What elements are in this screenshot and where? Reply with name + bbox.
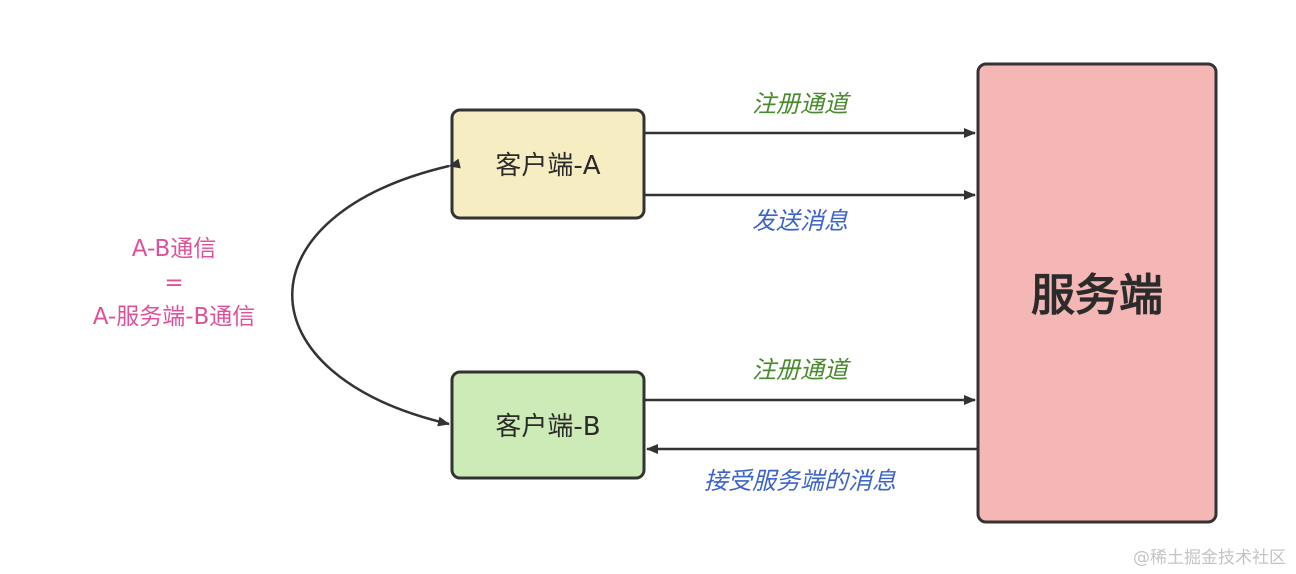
client-b-label: 客户端-B [495, 412, 600, 442]
server-label: 服务端 [1031, 270, 1163, 321]
side-note-line3: A-服务端-B通信 [93, 304, 256, 330]
client-b-node: 客户端-B [450, 370, 646, 480]
watermark: @稀土掘金技术社区 [1133, 548, 1286, 568]
side-note-line1: A-B通信 [132, 236, 217, 262]
client-a-label: 客户端-A [495, 151, 600, 181]
server-box [976, 62, 1218, 524]
b-register-label: 注册通道 [752, 356, 851, 384]
side-note-line2: = [164, 270, 183, 296]
a-b-curve-arrow [291, 158, 461, 427]
client-a-node: 客户端-A [450, 108, 646, 220]
a-register-label: 注册通道 [752, 90, 851, 118]
b-receive-label: 接受服务端的消息 [704, 467, 896, 495]
a-send-label: 发送消息 [752, 207, 848, 235]
server-node: 服务端 [976, 62, 1218, 524]
side-note: A-B通信 = A-服务端-B通信 [93, 236, 256, 330]
